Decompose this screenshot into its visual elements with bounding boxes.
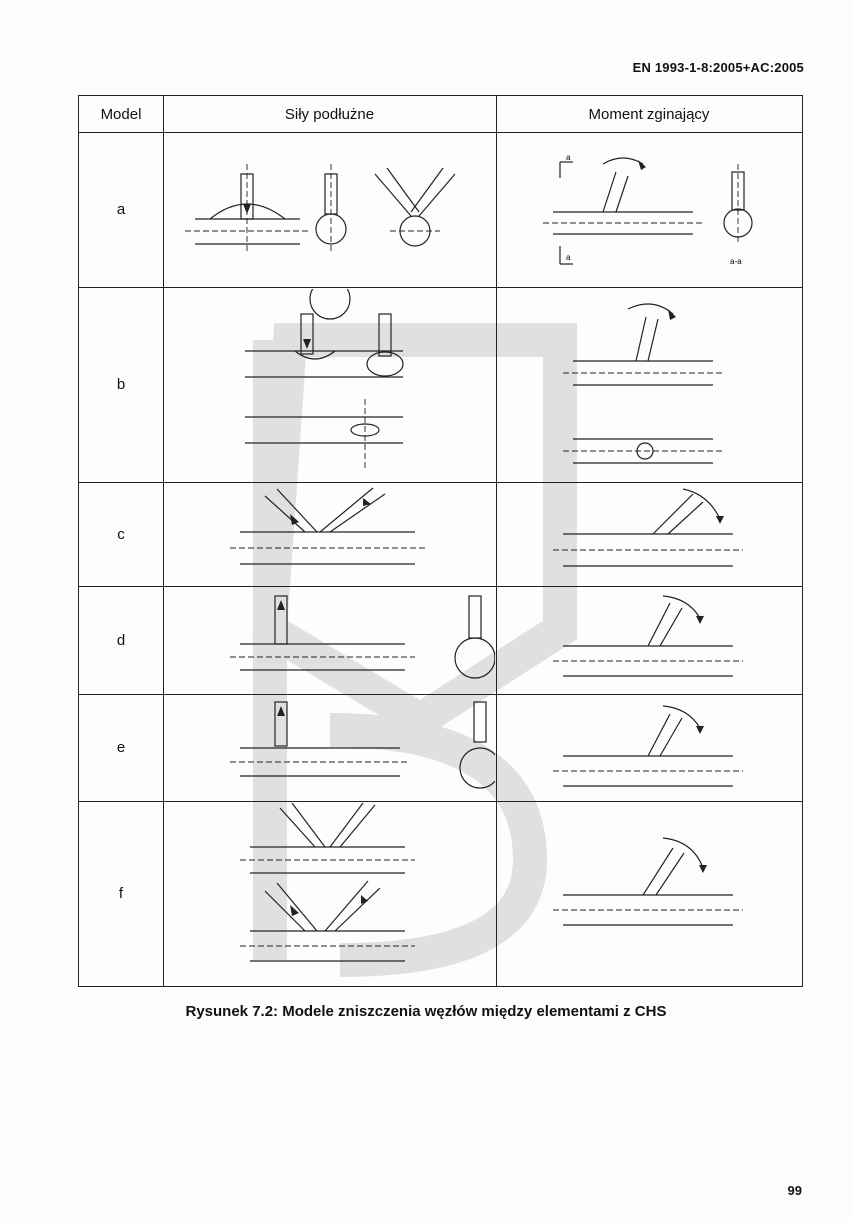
drawing-d-moment (553, 595, 743, 677)
standard-header: EN 1993-1-8:2005+AC:2005 (632, 60, 804, 75)
figure-caption: Rysunek 7.2: Modele zniszczenia węzłów m… (185, 1003, 667, 1020)
drawing-b-moment (563, 303, 723, 464)
drawing-a-axial (185, 164, 456, 254)
drawing-d-axial (230, 595, 495, 679)
drawing-f-moment (553, 837, 743, 926)
column-header-bending-moment: Moment zginający (588, 105, 710, 123)
page-number: 99 (787, 1183, 802, 1198)
column-header-model: Model (100, 105, 142, 123)
drawing-c-axial (230, 487, 425, 565)
column-header-axial-forces: Siły podłużne (284, 105, 375, 123)
row-label-e: e (116, 739, 126, 756)
drawing-f-axial (240, 803, 415, 962)
drawing-a-moment: a a a-a (543, 153, 753, 266)
failure-modes-table: Model Siły podłużne Moment zginający a b… (78, 95, 803, 987)
drawing-c-moment (553, 488, 743, 567)
drawing-b-axial (245, 289, 404, 469)
section-mark-bottom: a (566, 253, 571, 262)
row-label-b: b (116, 376, 126, 393)
row-label-f: f (118, 885, 124, 902)
row-label-a: a (116, 201, 126, 218)
drawing-e-moment (553, 705, 743, 787)
section-mark-top: a (566, 153, 571, 162)
row-label-c: c (117, 525, 125, 543)
drawing-e-axial (230, 701, 495, 789)
row-label-d: d (116, 631, 126, 649)
section-label-a-a: a-a (730, 257, 742, 266)
